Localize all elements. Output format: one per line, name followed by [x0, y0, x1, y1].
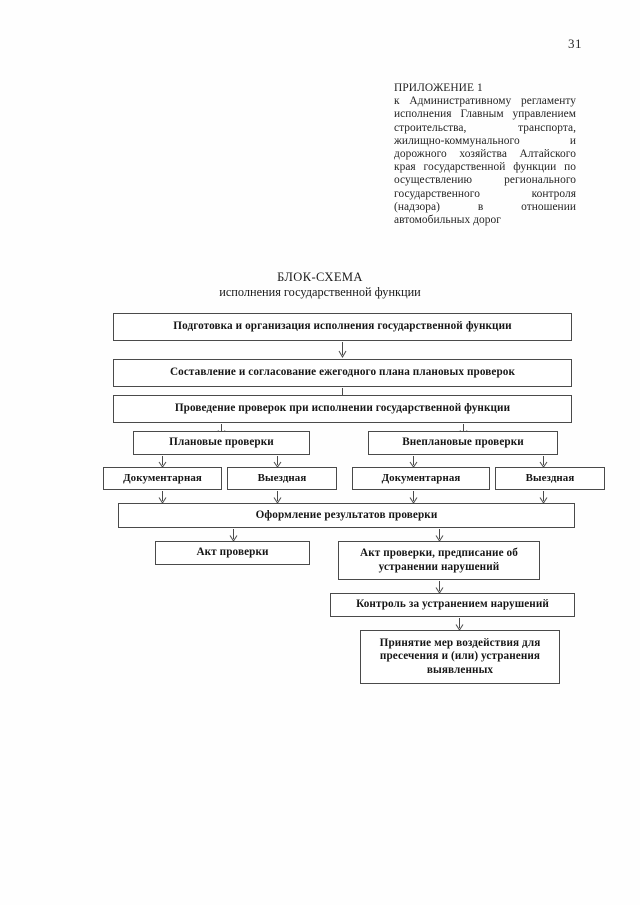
flow-node-onsite-planned: Выездная [227, 467, 337, 490]
appendix-title: ПРИЛОЖЕНИЕ 1 [394, 82, 483, 94]
flow-node-inspection-act: Акт проверки [155, 541, 310, 565]
appendix-body-text: к Административному регламенту исполнени… [394, 95, 576, 227]
flow-node-unplanned-inspections: Внеплановые проверки [368, 431, 558, 455]
flow-node-conduct-inspections: Проведение проверок при исполнении госуд… [113, 395, 572, 423]
flow-node-onsite-unplanned: Выездная [495, 467, 605, 490]
flow-node-violation-control: Контроль за устранением нарушений [330, 593, 575, 617]
chart-title: БЛОК-СХЕМА исполнения государственной фу… [0, 270, 640, 300]
chart-title-line2: исполнения государственной функции [219, 285, 421, 299]
flow-node-documentary-unplanned: Документарная [352, 467, 490, 490]
flow-node-enforcement-measures: Принятие мер воздействия для пресечения … [360, 630, 560, 684]
flow-node-documentary-planned: Документарная [103, 467, 222, 490]
flow-node-annual-plan: Составление и согласование ежегодного пл… [113, 359, 572, 387]
flow-arrow-down [337, 342, 348, 358]
page-number: 31 [568, 36, 582, 51]
flow-node-preparation: Подготовка и организация исполнения госу… [113, 313, 572, 341]
flow-node-planned-inspections: Плановые проверки [133, 431, 310, 455]
appendix-header: ПРИЛОЖЕНИЕ 1 к Административному регламе… [394, 82, 576, 227]
chart-title-line1: БЛОК-СХЕМА [277, 270, 363, 284]
flow-node-results-documentation: Оформление результатов проверки [118, 503, 575, 528]
flow-node-act-and-order: Акт проверки, предписание об устранении … [338, 541, 540, 580]
